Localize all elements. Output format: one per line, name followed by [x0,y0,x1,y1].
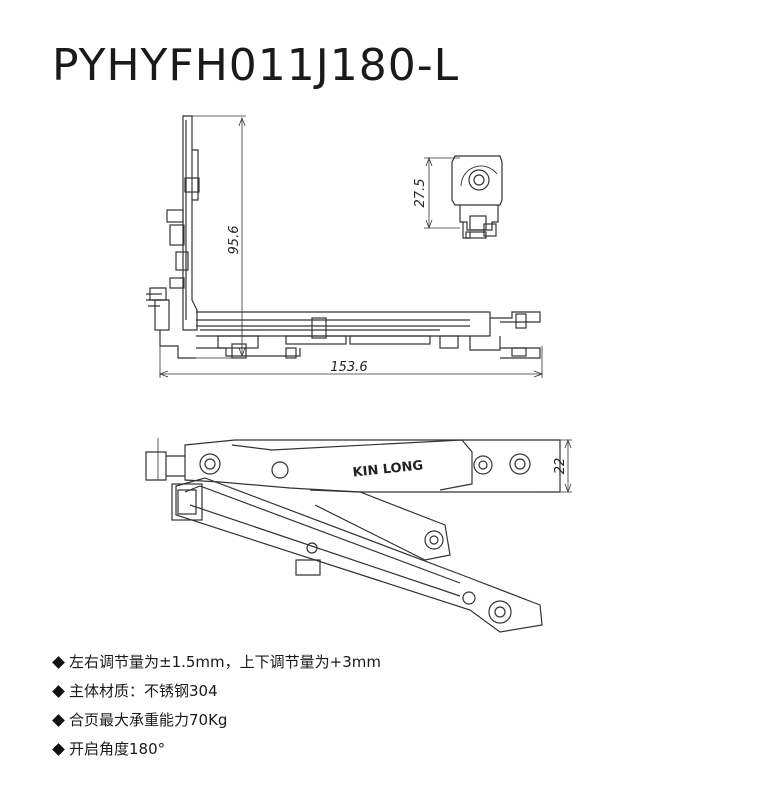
diamond-bullet-icon [52,743,65,756]
spec-item: 合页最大承重能力70Kg [50,706,381,735]
top-view-hinge [145,439,561,633]
product-title: PYHYFH011J180-L [52,40,460,91]
spec-material: 主体材质：不锈钢304 [69,682,218,700]
dim-side-height: 95.6 [227,226,242,255]
diamond-bullet-icon [52,714,65,727]
dim-length: 153.6 [330,360,367,375]
spec-load: 合页最大承重能力70Kg [69,711,228,729]
spec-item: 左右调节量为±1.5mm，上下调节量为+3mm [50,648,381,677]
dim-detail-height: 27.5 [413,179,428,208]
spec-angle: 开启角度180° [69,740,166,758]
spec-adjustment: 左右调节量为±1.5mm，上下调节量为+3mm [69,653,381,671]
dim-top-height: 22 [553,458,568,475]
diamond-bullet-icon [52,656,65,669]
adjustment-detail-view [451,155,503,239]
brand-label: KIN LONG [352,458,424,480]
spec-list: 左右调节量为±1.5mm，上下调节量为+3mm 主体材质：不锈钢304 合页最大… [50,648,381,764]
technical-drawing: 95.6 153.6 27.5 22 KIN LONG [145,115,572,633]
spec-item: 开启角度180° [50,735,381,764]
diamond-bullet-icon [52,685,65,698]
spec-item: 主体材质：不锈钢304 [50,677,381,706]
side-view-hinge [146,115,541,359]
